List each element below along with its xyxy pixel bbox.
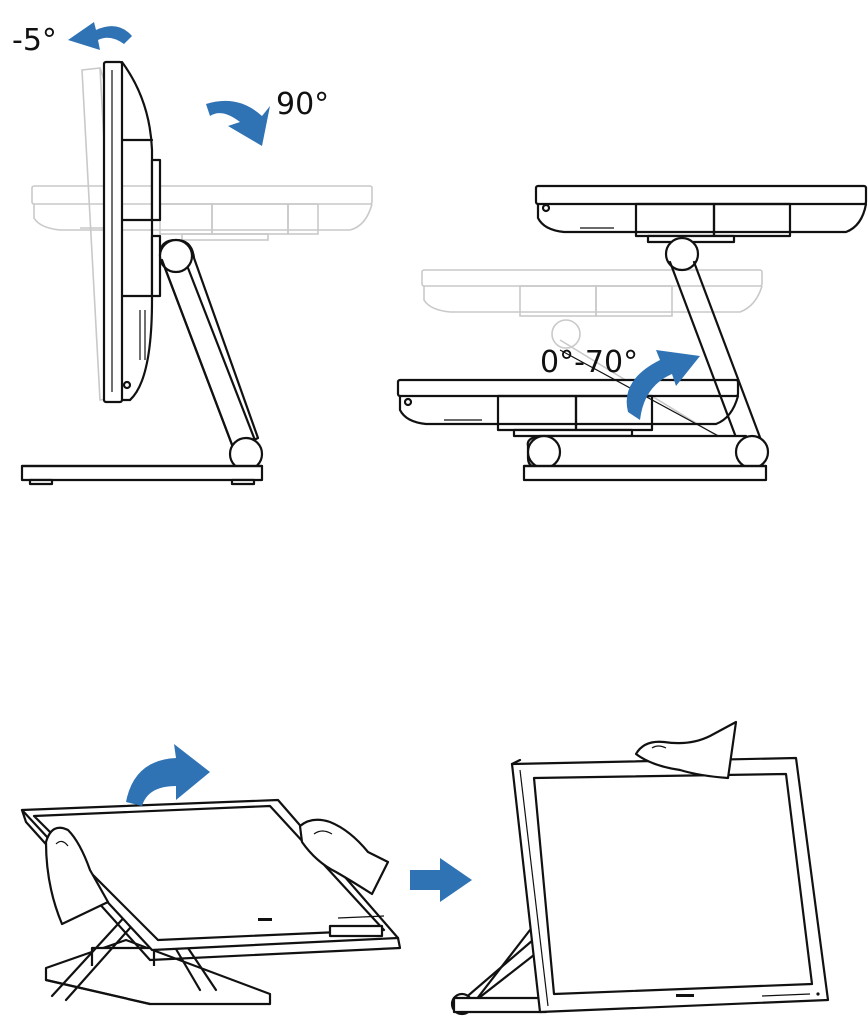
tilt-rotate-figure: -5° 90°	[12, 22, 373, 486]
curved-arrow-icon	[68, 22, 132, 50]
curved-arrow-icon	[126, 744, 210, 806]
tilt-angle-label: -5°	[12, 23, 57, 58]
rotate-angle-label: 90°	[276, 87, 329, 122]
monitor-raised	[534, 184, 868, 244]
monitor-vertical	[102, 60, 162, 404]
curved-arrow-icon	[206, 100, 270, 146]
upright-figure	[450, 720, 830, 1016]
curved-arrow-icon	[626, 350, 700, 420]
stand-right	[522, 236, 770, 482]
recline-angle-label: 0°-70°	[540, 345, 638, 380]
monitor-lowered	[396, 378, 740, 438]
lift-figure	[20, 744, 402, 1006]
recline-figure: 0°-70°	[396, 184, 868, 482]
stand-left	[20, 238, 264, 486]
ghost-monitor-horizontal	[31, 185, 373, 241]
straight-arrow-icon	[410, 858, 472, 902]
